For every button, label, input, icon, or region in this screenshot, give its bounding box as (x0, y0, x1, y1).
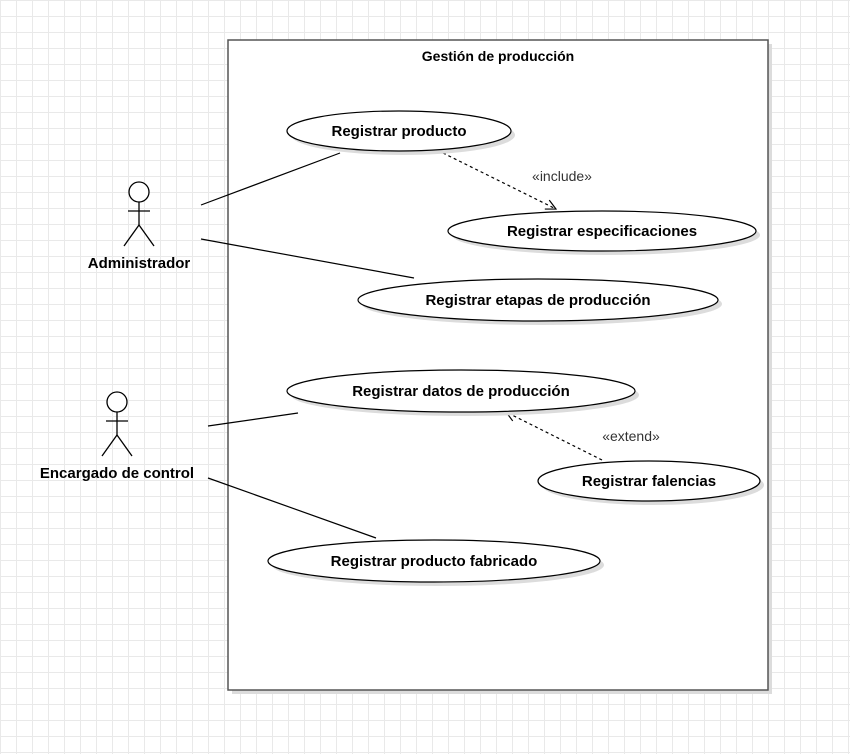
use-case-registrar-datos[interactable]: Registrar datos de producción (286, 369, 639, 416)
actor-administrador[interactable]: Administrador (88, 181, 191, 272)
use-case-registrar-producto[interactable]: Registrar producto (286, 110, 515, 155)
use-case-registrar-etapas[interactable]: Registrar etapas de producción (357, 278, 722, 325)
use-case-registrar-falencias[interactable]: Registrar falencias (537, 460, 764, 505)
system-title: Gestión de producción (422, 48, 574, 64)
extend-relation[interactable]: «extend» (506, 412, 660, 461)
include-relation[interactable]: «include» (442, 152, 592, 209)
stick-figure-icon (123, 181, 155, 247)
actor-label: Encargado de control (40, 465, 194, 482)
system-boundary[interactable]: Gestión de producción (227, 39, 772, 694)
actor-encargado-de-control[interactable]: Encargado de control (40, 391, 194, 482)
extend-label: «extend» (602, 428, 660, 444)
actor-label: Administrador (88, 255, 191, 272)
stick-figure-icon (101, 391, 133, 457)
include-label: «include» (532, 168, 592, 184)
use-case-label: Registrar datos de producción (352, 383, 570, 400)
use-case-label: Registrar producto fabricado (331, 553, 538, 570)
association-admin-registrar-producto[interactable] (200, 152, 341, 206)
use-case-registrar-especificaciones[interactable]: Registrar especificaciones (447, 210, 760, 255)
association-encargado-registrar-datos[interactable] (207, 412, 299, 427)
use-case-registrar-producto-fabricado[interactable]: Registrar producto fabricado (267, 539, 604, 586)
use-case-label: Registrar falencias (582, 473, 716, 490)
association-encargado-registrar-producto-fabricado[interactable] (207, 477, 377, 539)
use-case-label: Registrar producto (331, 123, 466, 140)
association-admin-registrar-etapas[interactable] (200, 238, 415, 279)
use-case-label: Registrar especificaciones (507, 223, 697, 240)
use-case-label: Registrar etapas de producción (425, 292, 650, 309)
